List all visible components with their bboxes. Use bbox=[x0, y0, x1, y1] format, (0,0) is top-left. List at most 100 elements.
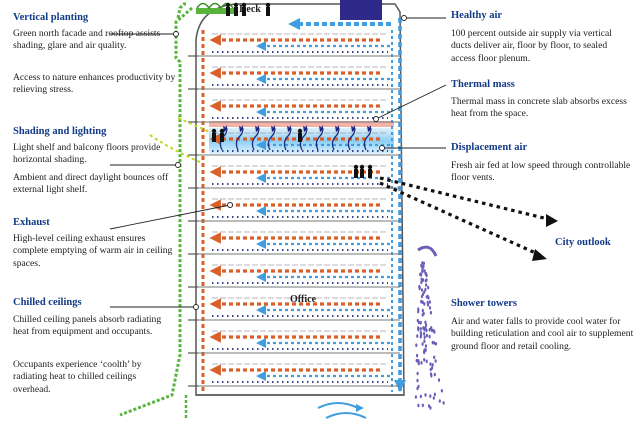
water-droplet bbox=[420, 273, 423, 277]
deck-label: Deck bbox=[239, 4, 261, 15]
water-droplet bbox=[417, 359, 420, 363]
air-swirl-head bbox=[255, 126, 260, 132]
thermal-mass-slab bbox=[209, 121, 394, 127]
thermal-mass-text-1: Thermal mass in concrete slab absorbs ex… bbox=[451, 96, 627, 120]
person-body bbox=[266, 7, 270, 16]
water-droplet bbox=[429, 372, 433, 376]
air-swirl-head bbox=[223, 126, 228, 132]
vertical-planting-text-1: Green north facade and rooftop assists s… bbox=[13, 28, 161, 52]
person-body bbox=[226, 7, 230, 16]
person-body bbox=[234, 7, 238, 16]
water-droplet bbox=[433, 355, 436, 360]
water-droplet bbox=[429, 362, 432, 366]
displacement-air-swirls bbox=[219, 125, 372, 151]
water-droplet bbox=[425, 278, 428, 282]
water-droplet bbox=[429, 367, 432, 372]
water-droplet bbox=[420, 288, 424, 292]
air-swirl-head bbox=[335, 126, 340, 132]
water-droplet bbox=[428, 334, 431, 339]
green-facade-line-2 bbox=[119, 6, 193, 417]
person-head bbox=[225, 2, 231, 8]
floor-plates bbox=[188, 33, 400, 387]
heading-vertical-planting: Vertical planting bbox=[13, 12, 89, 23]
cool-air-arrowhead bbox=[256, 206, 266, 216]
water-droplet bbox=[424, 344, 427, 348]
shower-tower-droplets bbox=[414, 245, 445, 410]
water-droplet bbox=[422, 278, 425, 282]
water-droplet bbox=[425, 295, 428, 299]
cool-air-arrowhead bbox=[256, 239, 266, 249]
water-droplet bbox=[433, 330, 436, 334]
person-body bbox=[220, 133, 224, 142]
water-droplet bbox=[420, 332, 423, 337]
water-droplet bbox=[429, 394, 432, 398]
city-outlook-label: City outlook bbox=[555, 237, 611, 248]
water-droplet bbox=[424, 348, 427, 352]
displacement-air-text-1: Fresh air fed at low speed through contr… bbox=[451, 160, 631, 184]
roof-plant-box bbox=[340, 0, 382, 20]
city-outlook-arrows bbox=[379, 176, 558, 261]
water-droplet bbox=[429, 310, 432, 315]
air-swirl-head bbox=[303, 126, 308, 132]
water-droplet bbox=[417, 384, 420, 389]
green-facade-line bbox=[176, 2, 186, 19]
water-droplet bbox=[431, 328, 434, 333]
water-droplet bbox=[425, 283, 428, 287]
water-droplet bbox=[419, 327, 422, 331]
callout-leaders bbox=[109, 15, 447, 310]
person-head bbox=[297, 128, 303, 134]
water-droplet bbox=[416, 353, 419, 358]
water-droplet bbox=[416, 318, 419, 323]
person-body bbox=[212, 133, 216, 142]
water-droplet bbox=[419, 394, 422, 399]
ground-air-swirl bbox=[317, 402, 367, 419]
water-droplet bbox=[423, 350, 426, 354]
water-droplet bbox=[438, 399, 441, 403]
roof-supply-arrowhead bbox=[288, 18, 300, 30]
occupants bbox=[211, 2, 373, 178]
water-droplet bbox=[420, 294, 424, 299]
water-droplet bbox=[427, 285, 430, 290]
water-droplet bbox=[422, 311, 425, 316]
water-droplet bbox=[424, 271, 427, 276]
shower-towers-text-1: Air and water falls to provide cool wate… bbox=[451, 316, 634, 352]
office-label: Office bbox=[290, 294, 317, 305]
water-droplet bbox=[423, 302, 426, 306]
water-droplet bbox=[415, 343, 418, 348]
cool-air-arrowhead bbox=[256, 41, 266, 51]
person-body bbox=[368, 169, 372, 178]
cool-air-arrowhead bbox=[256, 305, 266, 315]
water-droplet bbox=[433, 392, 436, 397]
water-droplet bbox=[423, 339, 426, 344]
shading-lighting-text-2: Ambient and direct daylight bounces off … bbox=[13, 172, 169, 196]
water-droplet bbox=[420, 280, 423, 285]
water-droplet bbox=[417, 326, 420, 330]
cool-air-arrowhead bbox=[256, 140, 266, 150]
heading-displacement-air: Displacement air bbox=[451, 142, 528, 153]
water-droplet bbox=[416, 371, 419, 376]
water-droplet bbox=[419, 320, 422, 325]
chilled-ceilings-text-1: Chilled ceiling panels absorb radiating … bbox=[13, 314, 162, 338]
cool-air-arrowhead bbox=[256, 107, 266, 117]
cool-air-arrowhead bbox=[256, 272, 266, 282]
water-droplet bbox=[437, 378, 441, 382]
cool-air-arrowhead bbox=[256, 338, 266, 348]
water-droplet bbox=[415, 358, 418, 363]
water-droplet bbox=[440, 389, 443, 393]
cool-air-arrowhead bbox=[256, 74, 266, 84]
exhaust-text-1: High-level ceiling exhaust ensures compl… bbox=[13, 233, 173, 269]
air-swirl-head bbox=[367, 126, 372, 132]
water-droplet bbox=[424, 287, 427, 292]
person-head bbox=[241, 2, 247, 8]
water-droplet bbox=[416, 378, 419, 383]
person-head bbox=[211, 128, 217, 134]
heading-healthy-air: Healthy air bbox=[451, 10, 503, 21]
water-droplet bbox=[425, 359, 428, 364]
shading-lighting-text-1: Light shelf and balcony floors provide h… bbox=[13, 142, 161, 166]
water-droplet bbox=[434, 359, 437, 363]
person-head bbox=[367, 164, 373, 170]
water-droplet bbox=[421, 403, 424, 408]
water-droplet bbox=[418, 284, 421, 289]
water-droplet bbox=[423, 269, 426, 273]
